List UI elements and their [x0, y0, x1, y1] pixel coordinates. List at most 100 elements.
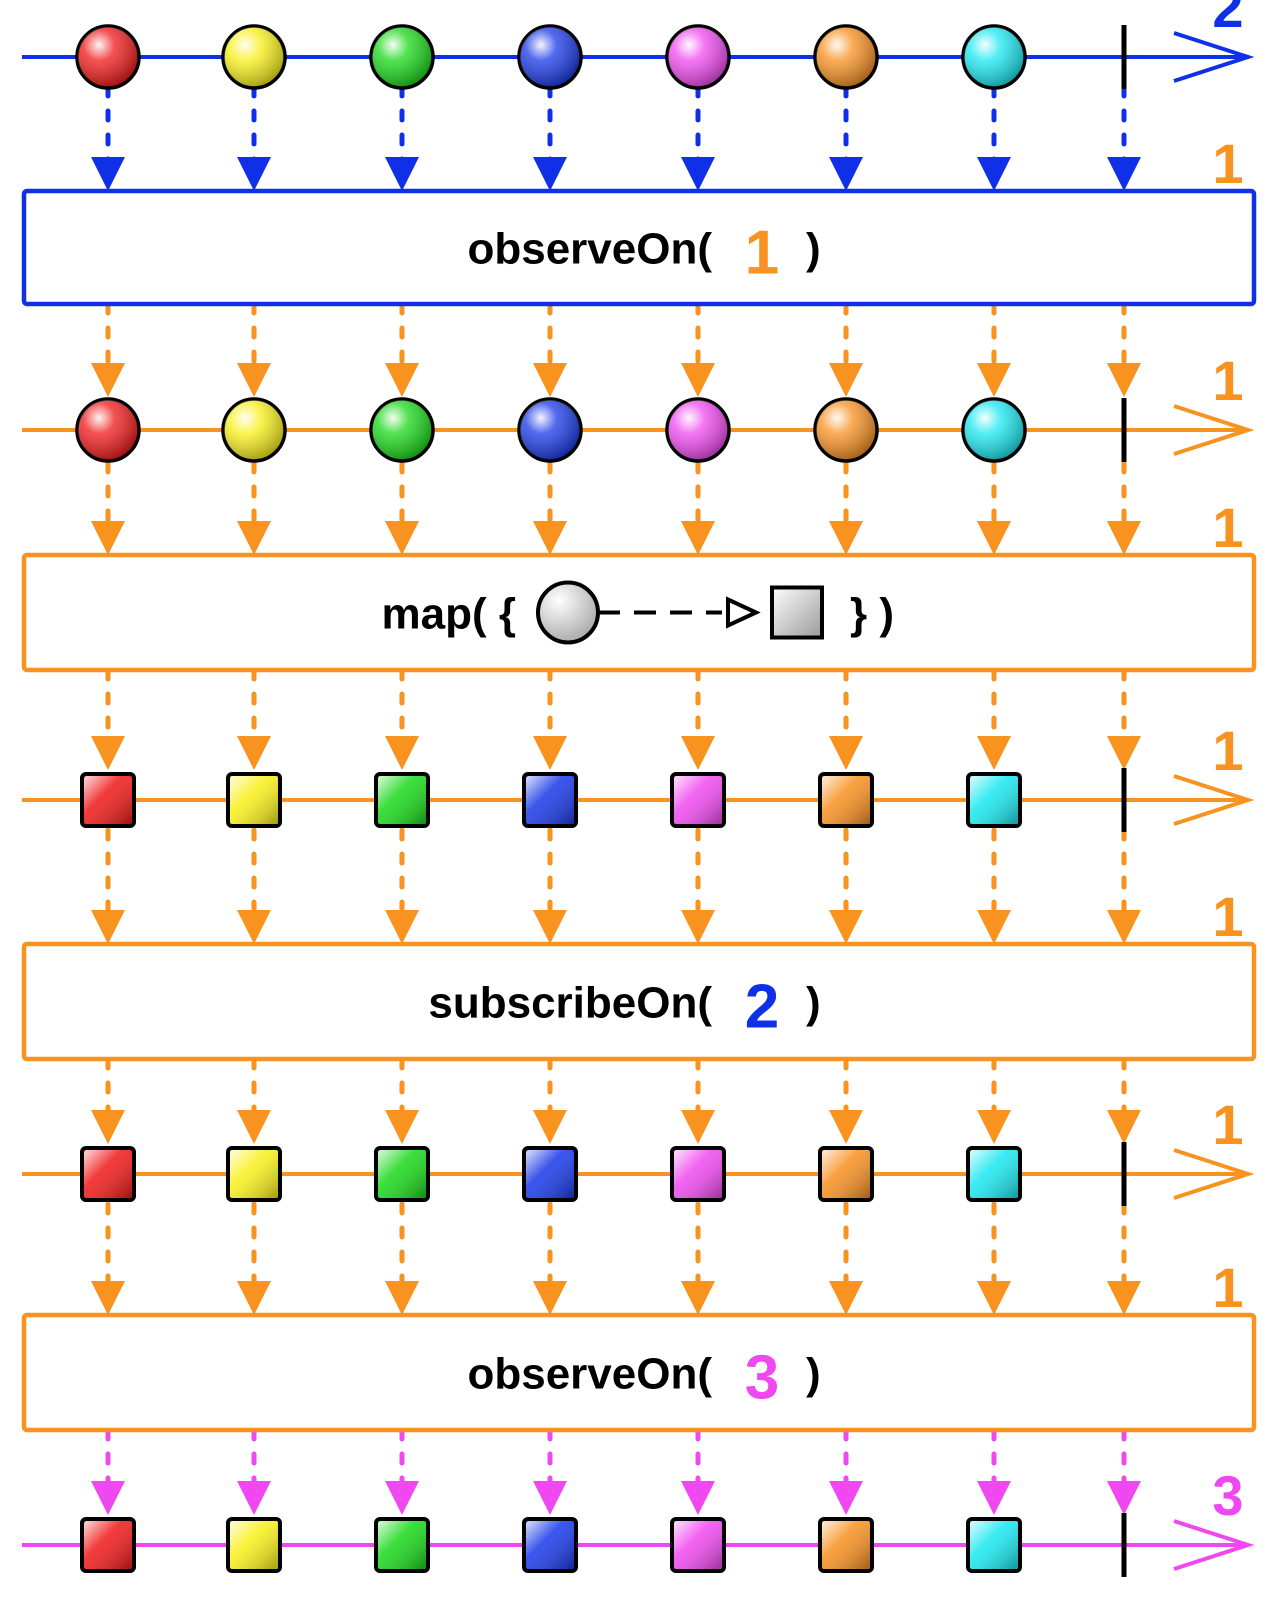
connector-arrow-cyan [977, 460, 1011, 555]
thread-label: 2 [1212, 0, 1243, 39]
square-item-magenta [670, 1146, 726, 1202]
square-item-cyan [966, 1146, 1022, 1202]
timeline-after-observeOn-1 [22, 404, 1255, 456]
connector-arrow-orange [829, 1427, 863, 1515]
operator-label-close: ) [806, 1350, 821, 1399]
connector-arrow-red [91, 301, 125, 397]
marble-cyan [961, 24, 1027, 90]
square-item-yellow [226, 1517, 282, 1573]
timeline-after-observeOn-3 [22, 1519, 1255, 1571]
connector-arrow-green [385, 460, 419, 555]
connector-arrow-orange [829, 1056, 863, 1144]
connector-arrow-orange [829, 84, 863, 191]
square-item-orange [818, 1146, 874, 1202]
marble-blue [517, 24, 583, 90]
thread-label: 1 [1212, 1256, 1243, 1319]
operator-label: observeOn( [467, 1350, 712, 1399]
connector-arrow-complete [1107, 1056, 1141, 1144]
marble-green [369, 397, 435, 463]
operator-label-close: } ) [850, 590, 894, 639]
connector-arrow-cyan [977, 301, 1011, 397]
connector-arrow-complete [1107, 1427, 1141, 1515]
square-item-yellow [226, 772, 282, 828]
square-item-orange [818, 1517, 874, 1573]
connector-arrow-yellow [237, 460, 271, 555]
operator-observeOn-1: observeOn(1) [21, 188, 1257, 307]
connector-arrow-orange [829, 1201, 863, 1315]
connector-arrow-yellow [237, 84, 271, 191]
square-item-cyan [966, 772, 1022, 828]
square-item-green [374, 1146, 430, 1202]
operator-label-close: ) [806, 979, 821, 1028]
connector-arrow-complete [1107, 460, 1141, 555]
operator-label: map( { [382, 590, 516, 639]
square-item-blue [522, 772, 578, 828]
square-item-green [374, 772, 430, 828]
marble-blue [517, 397, 583, 463]
connector-arrow-red [91, 84, 125, 191]
marble-red [75, 397, 141, 463]
connector-arrow-blue [533, 1427, 567, 1515]
connector-arrow-complete [1107, 84, 1141, 191]
connector-arrow-cyan [977, 84, 1011, 191]
square-item-orange [818, 772, 874, 828]
connector-arrow-red [91, 1056, 125, 1144]
operator-thread-arg: 2 [745, 973, 779, 1042]
connector-arrow-magenta [681, 667, 715, 770]
connector-arrow-green [385, 1427, 419, 1515]
connector-arrow-blue [533, 667, 567, 770]
thread-label: 1 [1212, 132, 1243, 195]
square-item-red [80, 772, 136, 828]
operator-thread-arg: 1 [745, 219, 779, 288]
connector-arrow-complete [1107, 301, 1141, 397]
square-item-magenta [670, 772, 726, 828]
connector-arrow-green [385, 667, 419, 770]
timeline-after-subscribeOn-2 [22, 1148, 1255, 1200]
connector-arrow-cyan [977, 1427, 1011, 1515]
connector-arrow-blue [533, 827, 567, 944]
marble-magenta [665, 24, 731, 90]
connector-arrow-blue [533, 84, 567, 191]
connector-arrow-cyan [977, 827, 1011, 944]
connector-arrow-blue [533, 1201, 567, 1315]
connector-arrow-red [91, 460, 125, 555]
connector-arrow-cyan [977, 667, 1011, 770]
connector-arrow-complete [1107, 667, 1141, 770]
marble-cyan [961, 397, 1027, 463]
thread-label: 1 [1212, 1093, 1243, 1156]
connector-arrow-magenta [681, 1056, 715, 1144]
timeline-items [75, 24, 1127, 1577]
marble-yellow [221, 24, 287, 90]
connector-arrow-red [91, 1201, 125, 1315]
thread-label: 1 [1212, 885, 1243, 948]
square-item-blue [522, 1146, 578, 1202]
operator-subscribeOn-2: subscribeOn(2) [21, 941, 1257, 1062]
connector-arrow-magenta [681, 827, 715, 944]
operator-observeOn-3: observeOn(3) [21, 1312, 1257, 1433]
connector-arrow-orange [829, 827, 863, 944]
thread-label: 1 [1212, 349, 1243, 412]
thread-label: 1 [1212, 496, 1243, 559]
connector-arrow-blue [533, 1056, 567, 1144]
connector-arrow-magenta [681, 1201, 715, 1315]
connector-arrow-magenta [681, 1427, 715, 1515]
operator-label: observeOn( [467, 225, 712, 274]
operator-boxes: observeOn( 1) map( { } ) subscribeOn(2) obser… [21, 188, 1257, 1433]
connector-arrow-blue [533, 460, 567, 555]
connector-arrow-magenta [681, 301, 715, 397]
marble-yellow [221, 397, 287, 463]
connector-arrow-yellow [237, 1201, 271, 1315]
square-item-blue [522, 1517, 578, 1573]
connector-arrow-green [385, 1201, 419, 1315]
connector-arrow-magenta [681, 460, 715, 555]
square-item-magenta [670, 1517, 726, 1573]
connector-arrow-yellow [237, 1427, 271, 1515]
connector-arrow-green [385, 301, 419, 397]
marble-magenta [665, 397, 731, 463]
connector-arrow-complete [1107, 1201, 1141, 1315]
square-item-yellow [226, 1146, 282, 1202]
connector-arrow-magenta [681, 84, 715, 191]
square-item-green [374, 1517, 430, 1573]
